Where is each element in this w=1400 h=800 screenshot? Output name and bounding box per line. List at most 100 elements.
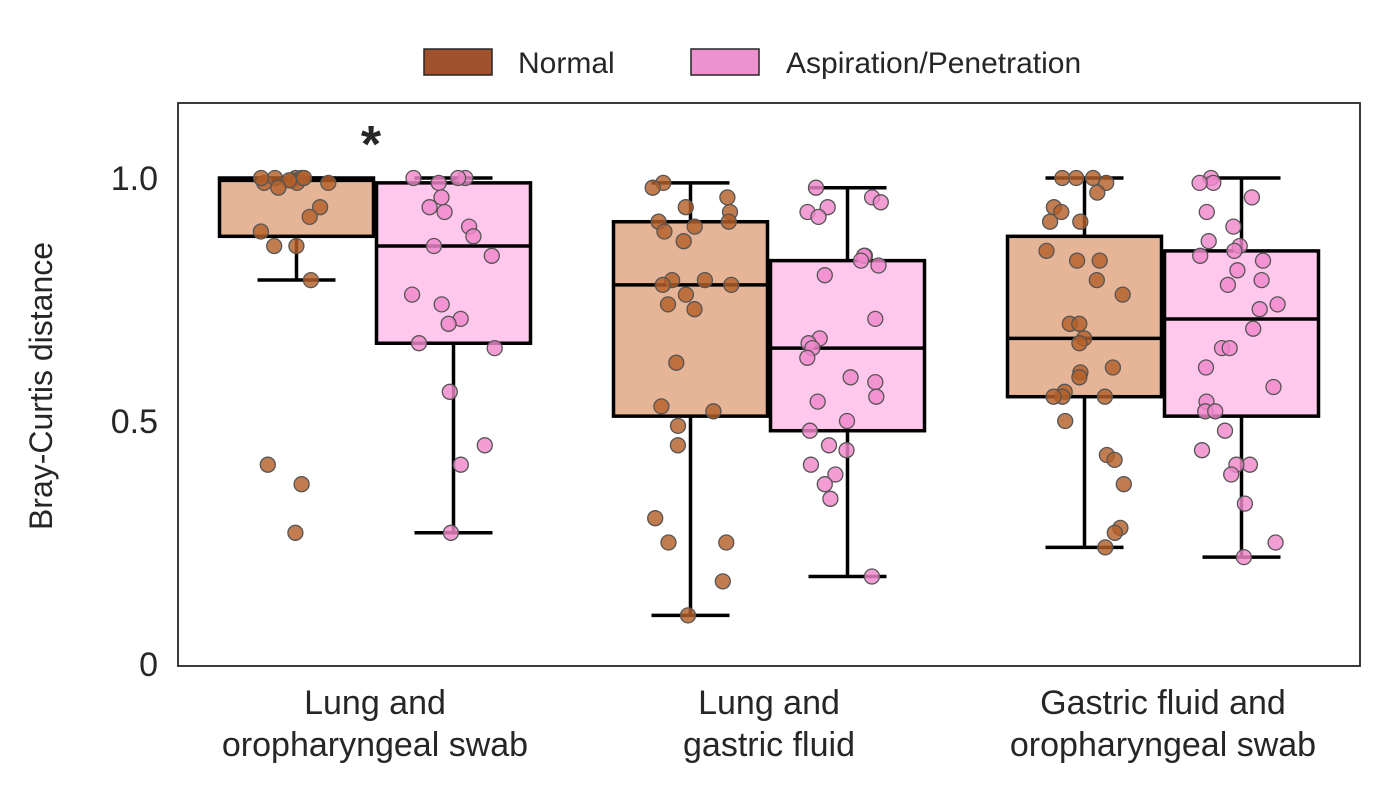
data-point-aspiration — [807, 179, 825, 196]
data-point-normal — [293, 476, 310, 493]
data-point-normal — [668, 354, 685, 371]
data-point-aspiration — [870, 257, 887, 274]
data-point-normal — [252, 169, 270, 187]
data-point-normal — [714, 573, 731, 590]
data-point-normal — [1045, 388, 1062, 405]
data-point-normal — [653, 398, 670, 415]
data-point-aspiration — [1197, 359, 1215, 376]
data-point-aspiration — [1253, 271, 1270, 289]
data-point-normal — [686, 218, 703, 235]
data-point-normal — [302, 271, 320, 289]
data-point-normal — [1071, 335, 1088, 352]
data-point-aspiration — [1251, 301, 1268, 318]
iqr-box — [611, 219, 770, 418]
data-point-aspiration — [1198, 203, 1215, 221]
data-point-aspiration — [1245, 320, 1262, 337]
data-point-aspiration — [1193, 442, 1211, 459]
data-point-aspiration — [1243, 189, 1261, 206]
y-tick-label: 1.0 — [111, 160, 158, 198]
box-normal-group-1 — [217, 176, 376, 282]
data-point-aspiration — [1192, 247, 1209, 264]
data-point-aspiration — [827, 466, 844, 483]
box-aspiration-group-3 — [1162, 176, 1321, 559]
data-point-normal — [696, 271, 714, 289]
data-point-normal — [720, 213, 737, 230]
data-point-aspiration — [838, 412, 856, 430]
data-point-aspiration — [1254, 252, 1272, 269]
data-point-aspiration — [816, 267, 833, 284]
legend-swatch-aspiration — [690, 48, 760, 76]
data-point-normal — [252, 223, 270, 240]
data-point-aspiration — [440, 315, 457, 332]
data-point-normal — [1106, 451, 1123, 469]
data-point-aspiration — [452, 456, 469, 473]
data-point-aspiration — [1267, 534, 1284, 551]
data-point-aspiration — [822, 490, 839, 507]
data-point-aspiration — [802, 456, 820, 473]
data-point-aspiration — [410, 335, 428, 352]
data-point-aspiration — [421, 199, 438, 216]
iqr-box — [768, 258, 927, 433]
box-aspiration-group-1 — [374, 176, 533, 535]
data-point-normal — [677, 199, 694, 216]
data-point-aspiration — [867, 310, 884, 328]
data-point-normal — [311, 199, 329, 216]
data-point-aspiration — [867, 373, 884, 391]
data-point-aspiration — [863, 568, 881, 585]
data-point-normal — [669, 417, 687, 435]
data-point-normal — [1096, 388, 1114, 405]
data-point-aspiration — [809, 393, 826, 410]
data-point-aspiration — [816, 476, 833, 493]
data-point-normal — [669, 437, 687, 454]
data-point-aspiration — [1229, 262, 1246, 279]
data-point-normal — [266, 237, 283, 255]
data-point-aspiration — [430, 174, 447, 192]
data-point-normal — [288, 237, 305, 255]
data-point-aspiration — [486, 339, 503, 357]
y-tick-label: 0.5 — [111, 403, 158, 441]
data-point-aspiration — [1221, 339, 1238, 357]
data-point-aspiration — [1265, 378, 1282, 396]
data-point-normal — [1106, 524, 1123, 541]
data-point-normal — [647, 510, 664, 527]
data-point-normal — [719, 189, 736, 206]
y-axis-title: Bray-Curtis distance — [23, 242, 59, 530]
data-point-normal — [259, 456, 276, 473]
data-point-normal — [718, 534, 735, 551]
data-point-normal — [1097, 539, 1114, 556]
data-point-aspiration — [405, 169, 422, 187]
data-point-aspiration — [1216, 422, 1234, 439]
data-point-normal — [1114, 286, 1131, 303]
y-tick-label: 0 — [139, 646, 158, 684]
data-point-normal — [644, 179, 661, 196]
data-point-aspiration — [810, 208, 827, 226]
data-point-aspiration — [1207, 403, 1224, 420]
data-point-aspiration — [820, 437, 838, 454]
data-point-normal — [723, 276, 740, 294]
data-point-aspiration — [441, 383, 458, 400]
data-point-normal — [1053, 203, 1070, 221]
data-point-aspiration — [1191, 174, 1208, 192]
data-point-aspiration — [425, 237, 443, 255]
data-point-aspiration — [465, 228, 482, 245]
data-point-aspiration — [868, 388, 885, 405]
legend-swatch-normal — [423, 48, 493, 76]
data-point-normal — [1089, 184, 1106, 201]
data-point-normal — [295, 169, 313, 187]
data-point-aspiration — [1200, 233, 1217, 250]
data-point-normal — [301, 208, 318, 226]
data-point-normal — [654, 276, 671, 294]
data-point-normal — [1041, 213, 1059, 230]
data-point-normal — [1054, 169, 1071, 187]
data-point-aspiration — [1269, 296, 1286, 313]
data-point-normal — [1057, 412, 1074, 430]
significance-marker: * — [361, 116, 382, 174]
box-aspiration-group-2 — [768, 185, 927, 579]
data-point-aspiration — [1226, 242, 1243, 260]
data-point-aspiration — [1241, 456, 1259, 473]
data-point-normal — [1088, 271, 1105, 289]
